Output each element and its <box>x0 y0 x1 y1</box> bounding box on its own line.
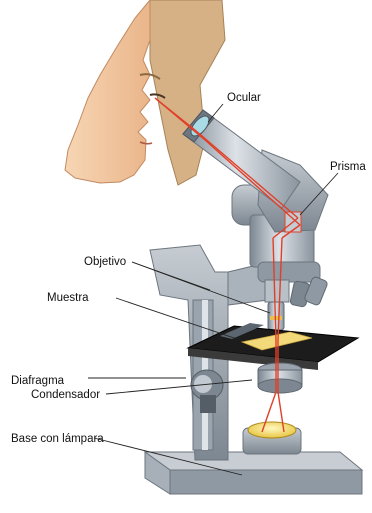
leader-condensador <box>106 380 252 394</box>
label-ocular: Ocular <box>227 92 261 104</box>
diaphragm <box>258 379 302 393</box>
condenser <box>258 363 302 393</box>
lamp <box>248 422 296 438</box>
nosepiece <box>258 262 328 330</box>
face-profile <box>65 0 150 183</box>
face-illustration <box>65 0 225 185</box>
label-diafragma: Diafragma <box>11 375 65 387</box>
label-muestra: Muestra <box>47 292 89 304</box>
microscope-base <box>145 422 362 494</box>
label-objetivo: Objetivo <box>84 256 126 268</box>
label-prisma: Prisma <box>330 161 366 173</box>
label-base: Base con lámpara <box>11 433 104 445</box>
label-condensador: Condensador <box>31 389 100 401</box>
